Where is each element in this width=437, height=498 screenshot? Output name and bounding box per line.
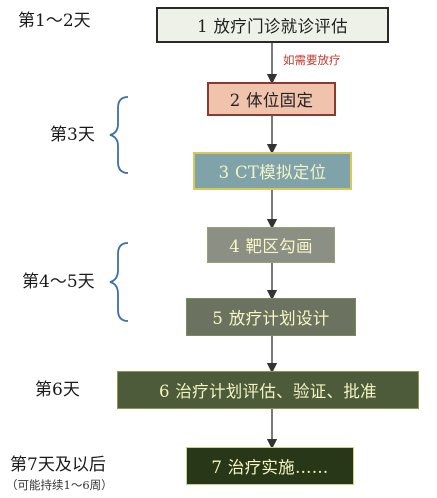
step-5-box: 5 放疗计划设计	[186, 298, 356, 336]
step-1-box: 1 放疗门诊就诊评估	[156, 7, 389, 43]
step-6-box: 6 治疗计划评估、验证、批准	[117, 371, 419, 409]
annotation-if-radiotherapy: 如需要放疗	[283, 53, 341, 67]
step-2-box: 2 体位固定	[207, 82, 336, 116]
day-label-4-5: 第4～5天	[22, 272, 95, 292]
step-4-box: 4 靶区勾画	[207, 227, 335, 263]
day-7-duration-note: （可能持续1～6周）	[6, 478, 113, 492]
brace-day3	[109, 96, 129, 174]
brace-day45	[109, 242, 129, 322]
day-label-1-2: 第1～2天	[18, 11, 91, 31]
day-label-3: 第3天	[50, 125, 95, 145]
day-label-6: 第6天	[35, 380, 80, 400]
step-3-box: 3 CT模拟定位	[193, 152, 352, 190]
day-label-7: 第7天及以后	[10, 455, 106, 475]
step-7-box: 7 治疗实施……	[186, 447, 354, 485]
